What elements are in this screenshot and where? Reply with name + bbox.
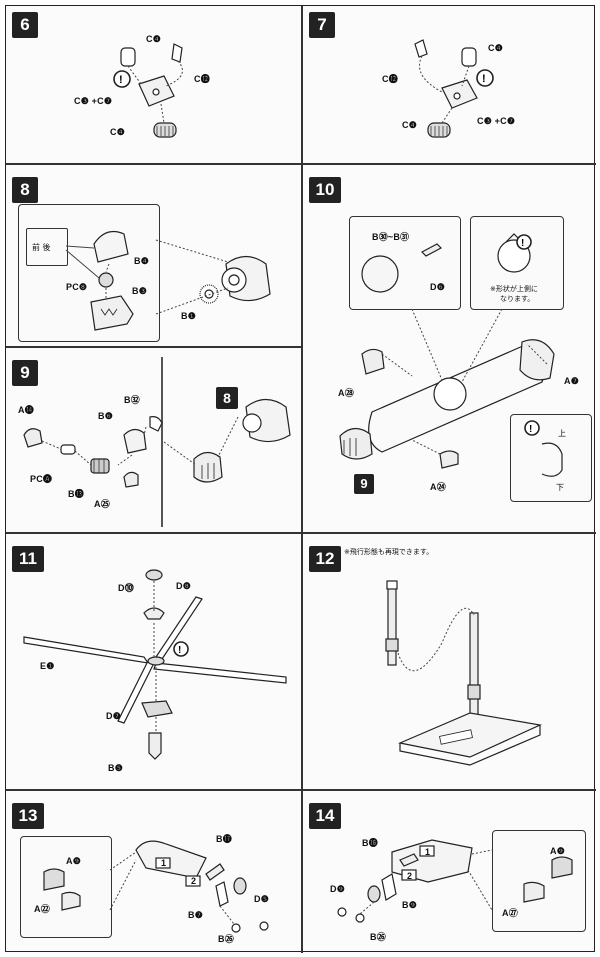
front-back-tag: 前 後	[32, 243, 51, 252]
label-b30-b31: B㉚~B㉛	[372, 232, 410, 242]
note-line2: なります。	[500, 295, 535, 303]
label-b13: B⓭	[68, 489, 84, 499]
step-number: 13	[12, 803, 44, 829]
orientation-tag	[26, 228, 68, 266]
detail-box	[18, 204, 160, 342]
svg-text:!: !	[521, 238, 524, 249]
detail-box	[492, 830, 586, 932]
step-13-drawing	[43, 840, 269, 933]
step-7-panel: 7 ! C❹ C⓬ C❸ +C❼ C❹	[302, 6, 596, 163]
label-b26: B㉖	[370, 932, 386, 942]
divider-v3	[301, 532, 303, 790]
label-d5: D❺	[254, 894, 269, 904]
label-b16: B⓰	[362, 838, 378, 848]
label-a7: A❼	[564, 376, 579, 386]
step-number: 12	[309, 546, 341, 572]
divider-subpanel	[161, 357, 163, 527]
caution-icon: !	[482, 73, 486, 85]
sub-step-ref: 9	[354, 474, 374, 494]
step-9-panel: 9 8	[6, 347, 301, 532]
step-number: 9	[12, 360, 38, 386]
label-c4-bottom: C❹	[110, 127, 125, 137]
divider-h2a	[6, 346, 302, 348]
step-number: 7	[309, 12, 335, 38]
step-8-drawing	[65, 231, 271, 331]
label-up: 上	[558, 429, 566, 438]
step-number: 14	[309, 803, 341, 829]
step-8-panel: 8 前 後 B❹	[6, 164, 301, 346]
label-b5: B❺	[108, 763, 123, 773]
label-b4: B❹	[134, 256, 149, 266]
step-7-drawing: !	[414, 39, 494, 138]
step-13-panel: 13 A❾ A㉒ B⓱ 1 2	[6, 790, 301, 953]
label-a24: A㉔	[430, 482, 446, 492]
step-number: 11	[12, 546, 44, 572]
label-b1: B❶	[181, 311, 196, 321]
label-pc8: PC❽	[66, 282, 88, 292]
label-step-1: 1	[161, 858, 167, 868]
label-c3-c7: C❸ +C❼	[477, 116, 516, 126]
label-d6: D❻	[430, 282, 445, 292]
label-a14: A⓮	[18, 405, 34, 415]
step-14-drawing	[337, 839, 573, 923]
label-step-2: 2	[407, 871, 413, 881]
label-c12: C⓬	[194, 74, 210, 84]
label-b17: B⓱	[216, 834, 232, 844]
caution-icon: !	[119, 74, 123, 86]
label-down: 下	[556, 483, 564, 492]
flight-mode-note: ※飛行形態も再現できます。	[344, 548, 434, 556]
label-e1: E❶	[40, 661, 55, 671]
svg-text:!: !	[529, 424, 532, 435]
divider-v4	[301, 789, 303, 953]
label-c3-c7: C❸ +C❼	[74, 96, 113, 106]
step-12-panel: 12 ※飛行形態も再現できます。	[302, 533, 596, 789]
divider-v1	[301, 6, 303, 163]
label-step-1: 1	[425, 847, 431, 857]
instruction-sheet: 6 ! C❹ C⓬ C❸ +C❼ C❹ 7	[5, 5, 596, 953]
label-d9: D❾	[330, 884, 345, 894]
step-number: 8	[12, 177, 38, 203]
label-c4-top: C❹	[488, 43, 503, 53]
step-14-panel: 14 B⓰ 1 2 D❾ B❾	[302, 790, 596, 953]
divider-v2	[301, 163, 303, 533]
label-a22: A㉒	[34, 904, 50, 914]
label-b32: B㉜	[124, 395, 140, 405]
label-c12: C⓬	[382, 74, 398, 84]
label-b26: B㉖	[218, 934, 234, 944]
label-b9: B❾	[402, 900, 417, 910]
label-a27: A㉗	[502, 908, 518, 918]
step-10-drawing: ! !	[339, 233, 563, 477]
step-6-drawing: !	[113, 43, 183, 138]
label-step-2: 2	[191, 876, 197, 886]
label-d7: D❼	[106, 711, 121, 721]
label-pca: PC🅐	[30, 474, 53, 484]
step-9-drawing	[23, 398, 291, 488]
label-b6: B❻	[98, 411, 113, 421]
step-number: 10	[309, 177, 341, 203]
detail-box-side	[510, 414, 592, 502]
sub-step-ref: 8	[216, 387, 238, 409]
label-b7: B❼	[188, 910, 203, 920]
note-line1: ※形状が上側に	[490, 285, 538, 293]
label-d10: D⓾	[118, 583, 134, 593]
step-11-panel: 11 ! D⓾ D❽ E❶	[6, 533, 301, 789]
step-10-panel: 10	[302, 164, 596, 532]
label-b3: B❸	[132, 286, 147, 296]
step-6-panel: 6 ! C❹ C⓬ C❸ +C❼ C❹	[6, 6, 301, 163]
svg-text:!: !	[178, 645, 181, 656]
detail-box	[20, 836, 112, 938]
label-d8: D❽	[176, 581, 191, 591]
step-11-drawing: !	[23, 569, 287, 760]
step-number: 6	[12, 12, 38, 38]
label-a28: A㉘	[338, 388, 354, 398]
label-a9: A❾	[66, 856, 81, 866]
label-a25: A㉕	[94, 499, 110, 509]
step-12-drawing	[385, 580, 543, 766]
label-c4-bottom: C❹	[402, 120, 417, 130]
label-c4-top: C❹	[146, 34, 161, 44]
label-a9: A❾	[550, 846, 565, 856]
